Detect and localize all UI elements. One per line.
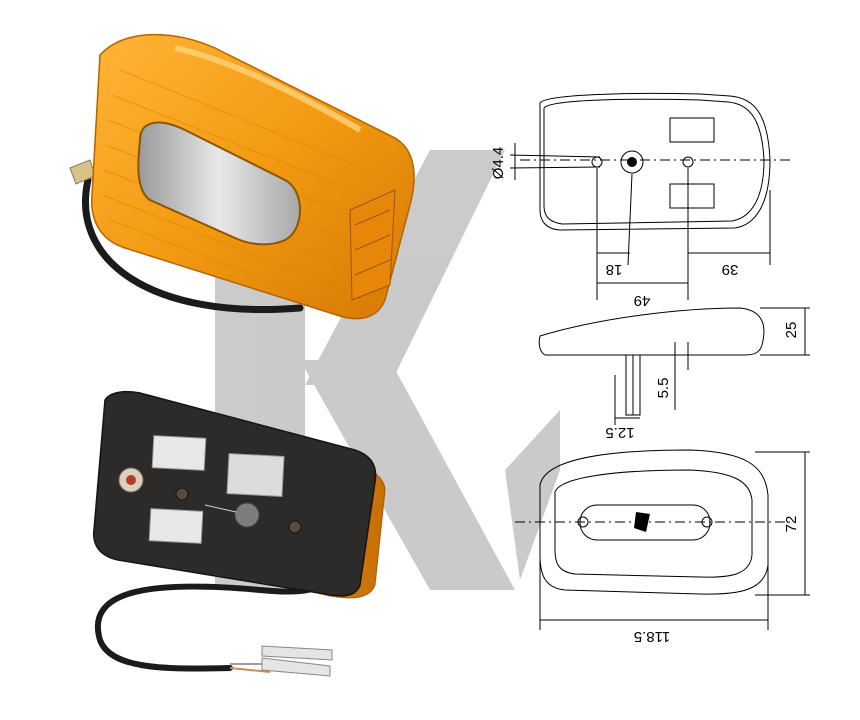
side-reflector bbox=[349, 189, 396, 301]
dim-length-118-5: 118.5 bbox=[634, 628, 670, 645]
dim-width-72: 72 bbox=[783, 516, 800, 533]
top-rect-2 bbox=[669, 183, 715, 209]
top-grommet bbox=[620, 150, 644, 174]
side-outline bbox=[538, 307, 765, 356]
connector-back-1 bbox=[261, 657, 331, 677]
dim-stud-5-5: 5.5 bbox=[655, 378, 672, 399]
front-view-drawing bbox=[515, 449, 810, 630]
front-outline bbox=[539, 449, 769, 595]
clear-lens bbox=[137, 121, 301, 246]
cable-front bbox=[82, 176, 304, 313]
top-rect-1 bbox=[669, 117, 715, 143]
lamp-front-photo bbox=[69, 33, 415, 320]
mount-hole-2 bbox=[288, 520, 302, 534]
top-hole-2 bbox=[682, 156, 694, 168]
lamp-back-photo bbox=[92, 390, 386, 677]
sticker-1 bbox=[151, 435, 207, 471]
dim-hole-dia: Ø4.4 bbox=[490, 147, 507, 180]
dim-stud-12-5: 12.5 bbox=[605, 424, 634, 441]
sticker-2 bbox=[148, 508, 204, 544]
dim-height-25: 25 bbox=[783, 322, 800, 339]
info-label bbox=[226, 453, 285, 497]
connector-back-2 bbox=[261, 645, 333, 661]
dim-18: 18 bbox=[606, 261, 623, 278]
top-outline bbox=[539, 92, 771, 231]
side-view-drawing bbox=[538, 307, 810, 425]
dim-49: 49 bbox=[634, 292, 651, 309]
front-bulb bbox=[634, 512, 650, 532]
mount-hole-1 bbox=[175, 487, 189, 501]
top-hole-1 bbox=[591, 156, 603, 168]
cable-grommet bbox=[234, 502, 260, 528]
top-view-drawing bbox=[509, 92, 790, 300]
dim-39: 39 bbox=[722, 261, 739, 278]
